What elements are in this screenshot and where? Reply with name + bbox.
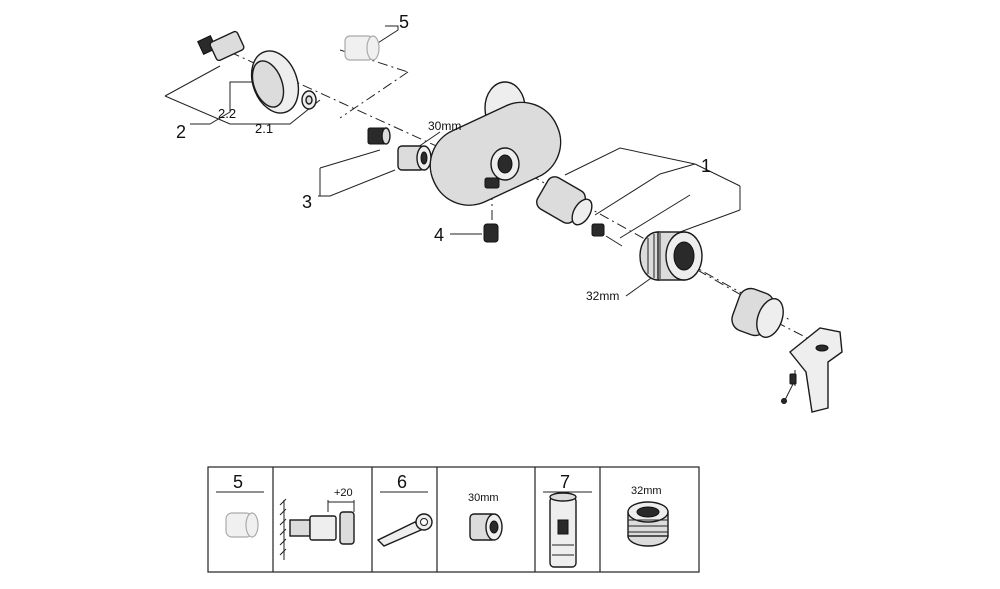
table-extension-icon [279,498,355,560]
lever-handle [789,327,843,413]
mixer-body [429,81,562,206]
threaded-bushing [639,231,703,281]
part-3-nipple [367,127,391,145]
table-30mm-label: 30mm [468,492,499,504]
service-parts-table: 5 6 7 +20 30mm 32mm [207,466,700,573]
table-col-7: 7 [560,472,570,492]
table-wrench-icon [376,513,433,547]
table-bushing-icon [627,501,669,547]
table-32mm-label: 32mm [631,485,662,497]
part-2-1-washer [301,90,317,110]
table-col-5: 5 [233,472,243,492]
part-1-cartridge [536,176,623,247]
set-screw [781,373,797,404]
cover-sleeve [731,287,784,338]
callout-2-2: 2.2 [218,106,236,121]
table-nut-icon [469,513,503,541]
part-2-rosette [250,50,300,114]
callout-2: 2 [176,122,186,142]
table-sleeve-icon [549,492,577,568]
table-col-6: 6 [397,472,407,492]
callout-2-1: 2.1 [255,121,273,136]
table-fitting-icon [225,512,259,538]
table-extension-label: +20 [334,487,353,499]
callout-1: 1 [701,156,711,176]
callout-4: 4 [434,225,444,245]
part-4-check-valve [483,223,499,243]
callout-5: 5 [399,12,409,32]
part-3-nut [397,145,432,171]
callout-3: 3 [302,192,312,212]
callout-labels: 5 2 2.2 2.1 30mm 3 4 1 32mm [176,12,711,303]
callout-32mm: 32mm [586,289,619,303]
callout-30mm: 30mm [428,119,461,133]
part-5-fitting [344,35,380,61]
leader-lines [164,25,741,297]
part-2-2-connector [197,30,245,62]
